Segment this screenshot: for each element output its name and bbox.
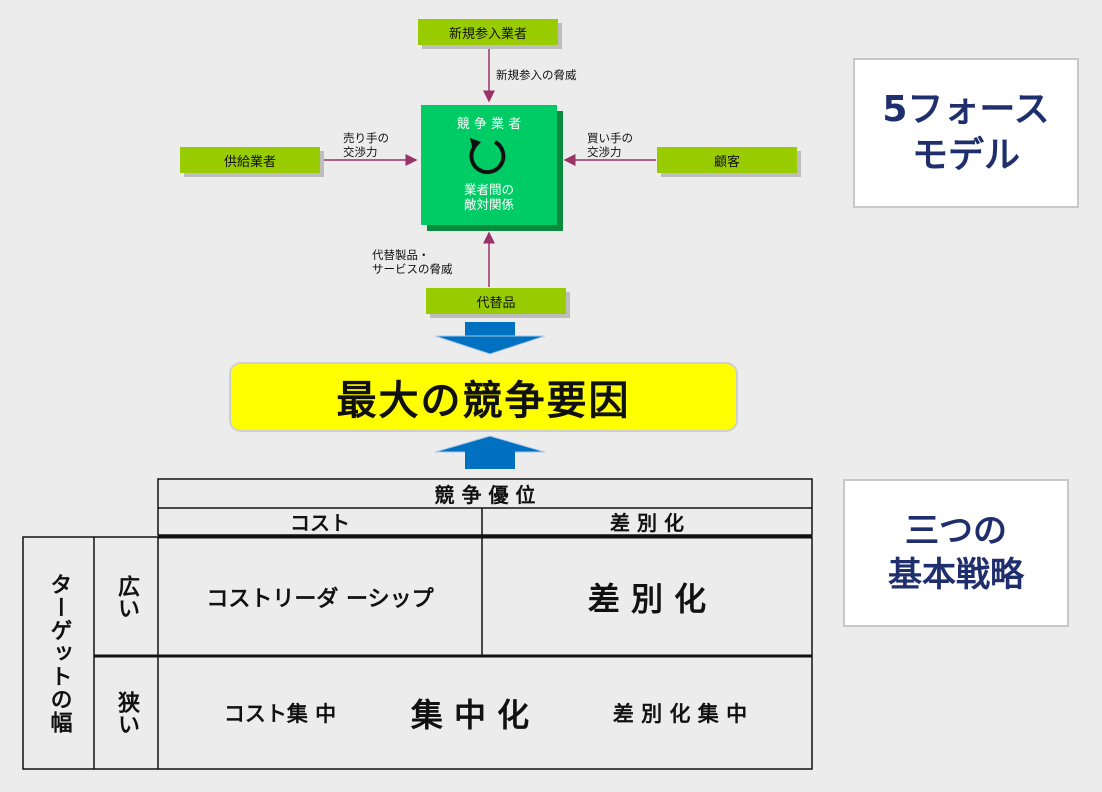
focus-cell: 集 中 化 xyxy=(410,695,530,734)
cycle-icon xyxy=(469,138,506,175)
cost-leadership-cell: コストリーダ ーシップ xyxy=(206,586,434,612)
differentiation-cell: 差 別 化 xyxy=(587,579,707,618)
three-strategies-label: 三つの 基本戦略 xyxy=(843,479,1069,627)
competitive-advantage-header: 競 争 優 位 xyxy=(434,483,536,507)
down-arrow-to-factor xyxy=(434,322,546,355)
wide-row-label: 広い xyxy=(114,574,139,619)
rivalry-label: 業者間の 敵対関係 xyxy=(463,182,514,212)
differentiation-focus-cell: 差 別 化 集 中 xyxy=(612,701,748,726)
buyers-box: 顧客 xyxy=(657,147,797,173)
supplier-power-label: 売り手の 交渉力 xyxy=(343,131,389,159)
substitutes-label: 代替品 xyxy=(476,295,516,311)
differentiation-column-header: 差 別 化 xyxy=(610,511,684,535)
threat-substitutes-label: 代替製品・ サービスの脅威 xyxy=(372,248,453,276)
target-scope-label: ターゲットの幅 xyxy=(46,572,72,734)
narrow-row-label: 狭い xyxy=(114,690,139,735)
competitors-title: 競 争 業 者 xyxy=(456,117,522,132)
substitutes-box: 代替品 xyxy=(426,288,566,314)
suppliers-box: 供給業者 xyxy=(180,147,320,173)
five-forces-model-label: 5フォース モデル xyxy=(853,58,1079,208)
buyer-power-label: 買い手の 交渉力 xyxy=(587,131,633,159)
buyers-label: 顧客 xyxy=(713,154,740,170)
threat-new-entrants-label: 新規参入の脅威 xyxy=(496,68,577,82)
cost-column-header: コスト xyxy=(290,511,350,535)
cost-focus-cell: コスト集 中 xyxy=(223,701,337,726)
suppliers-label: 供給業者 xyxy=(223,154,276,170)
main-competitive-factor: 最大の競争要因 xyxy=(229,362,738,432)
competitors-box: 競 争 業 者 業者間の 敵対関係 xyxy=(421,105,557,225)
new-entrants-box: 新規参入業者 xyxy=(418,19,558,45)
up-arrow-to-factor xyxy=(434,435,546,469)
new-entrants-label: 新規参入業者 xyxy=(448,26,527,42)
